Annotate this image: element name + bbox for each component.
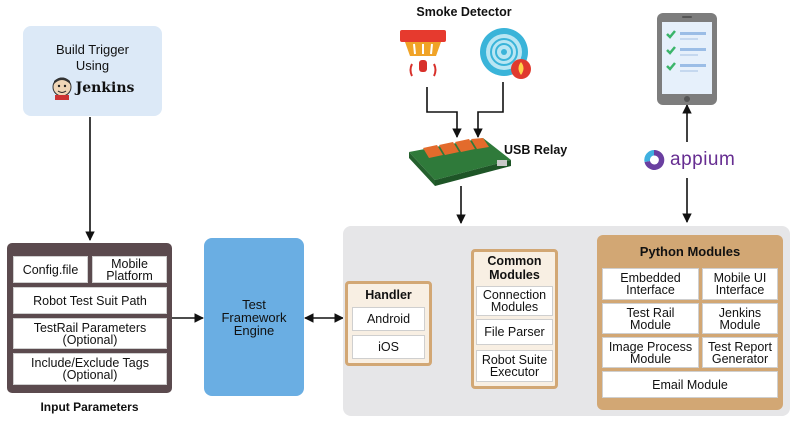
appium-wordmark: appium	[670, 149, 736, 170]
ios-cell: iOS	[352, 335, 425, 359]
robot-suite-executor-cell: Robot Suite Executor	[476, 350, 553, 382]
jenkins-logo: Jenkins	[51, 76, 135, 100]
mobile-platform-cell: Mobile Platform	[92, 256, 167, 283]
appium-icon	[644, 149, 665, 170]
jenkins-wordmark: Jenkins	[75, 80, 135, 96]
appium-logo: appium	[642, 148, 735, 172]
engine-line2: Framework	[221, 309, 287, 325]
test-rail-module-cell: Test Rail Module	[602, 303, 699, 334]
jenkins-module-cell: Jenkins Module	[702, 303, 778, 334]
common-modules-title: Common Modules	[487, 254, 542, 282]
android-cell: Android	[352, 307, 425, 331]
usb-relay-label: USB Relay	[504, 143, 568, 157]
build-trigger-box: Build Trigger Using Jenkins	[23, 26, 162, 116]
mobile-phone-icon	[657, 13, 717, 105]
handler-title: Handler	[365, 288, 412, 302]
test-framework-engine-box: Test Framework Engine	[204, 238, 304, 396]
engine-line3: Engine	[233, 322, 275, 338]
build-trigger-line2: Using	[75, 58, 110, 73]
include-exclude-tags-cell: Include/Exclude Tags (Optional)	[13, 353, 167, 385]
python-modules-title: Python Modules	[639, 244, 741, 259]
build-trigger-line1: Build Trigger	[56, 42, 129, 57]
smoke-detector-2-icon	[480, 28, 531, 79]
image-process-module-cell: Image Process Module	[602, 337, 699, 368]
config-file-cell: Config.file	[13, 256, 88, 283]
smoke-detector-title: Smoke Detector	[416, 5, 512, 19]
smoke-detector-1-icon	[400, 30, 446, 77]
arrow-detector1-relay	[426, 87, 462, 138]
embedded-interface-cell: Embedded Interface	[602, 268, 699, 300]
email-module-cell: Email Module	[602, 371, 778, 398]
testrail-parameters-cell: TestRail Parameters (Optional)	[13, 318, 167, 349]
mobile-ui-interface-cell: Mobile UI Interface	[702, 268, 778, 300]
input-parameters-caption: Input Parameters	[40, 400, 139, 414]
robot-test-suit-path-cell: Robot Test Suit Path	[13, 287, 167, 314]
usb-relay-board-icon	[409, 138, 511, 186]
arrow-detector2-relay	[473, 82, 504, 138]
connection-modules-cell: Connection Modules	[476, 286, 553, 316]
jenkins-icon	[52, 77, 72, 100]
engine-line1: Test	[242, 296, 266, 312]
file-parser-cell: File Parser	[476, 319, 553, 345]
test-report-generator-cell: Test Report Generator	[702, 337, 778, 368]
